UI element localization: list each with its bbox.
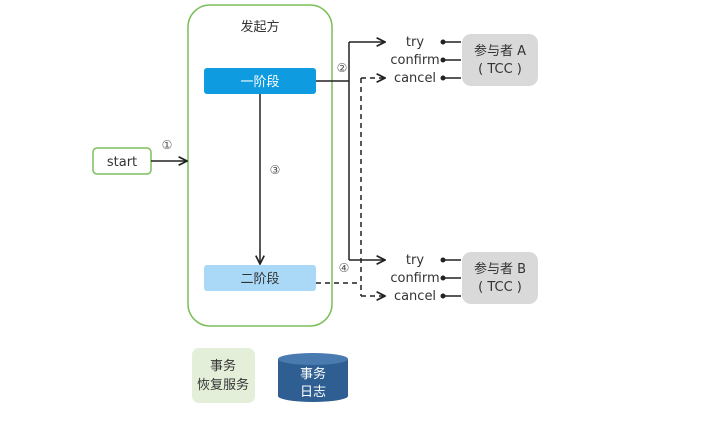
op-try-b[interactable]: try	[406, 253, 424, 268]
op-cancel-a[interactable]: cancel	[394, 71, 436, 86]
recovery-line1: 事务	[210, 358, 236, 374]
participant-a-ops: try confirm cancel	[390, 35, 461, 86]
participant-b-type: ( TCC )	[478, 280, 522, 295]
recovery-service-box[interactable]: 事务 恢复服务	[192, 348, 255, 403]
phase2-box[interactable]: 二阶段	[204, 265, 316, 291]
transaction-log-cylinder[interactable]: 事务 日志	[278, 353, 348, 402]
participant-b-name: 参与者 B	[474, 261, 526, 277]
arrows-step2	[316, 42, 385, 260]
start-box[interactable]: start	[92, 147, 152, 175]
step3-label: ③	[270, 163, 281, 177]
initiator-title: 发起方	[240, 19, 279, 35]
op-confirm-a[interactable]: confirm	[390, 53, 439, 68]
start-label: start	[107, 155, 137, 170]
participant-b-box[interactable]: 参与者 B ( TCC )	[462, 252, 538, 304]
phase1-box[interactable]: 一阶段	[204, 68, 316, 94]
op-try-a[interactable]: try	[406, 35, 424, 50]
phase2-label: 二阶段	[240, 272, 279, 287]
log-line2: 日志	[300, 385, 326, 400]
arrows-step4	[316, 78, 385, 296]
step2-label: ②	[337, 61, 348, 75]
step1-label: ①	[162, 138, 173, 152]
participant-b-ops: try confirm cancel	[390, 253, 461, 304]
step4-label: ④	[339, 261, 350, 275]
participant-a-type: ( TCC )	[478, 62, 522, 77]
op-cancel-b[interactable]: cancel	[394, 289, 436, 304]
participant-a-name: 参与者 A	[474, 43, 526, 59]
participant-a-box[interactable]: 参与者 A ( TCC )	[462, 34, 538, 86]
recovery-line2: 恢复服务	[197, 377, 249, 393]
op-confirm-b[interactable]: confirm	[390, 271, 439, 286]
phase1-label: 一阶段	[240, 75, 279, 90]
log-line1: 事务	[300, 366, 326, 382]
